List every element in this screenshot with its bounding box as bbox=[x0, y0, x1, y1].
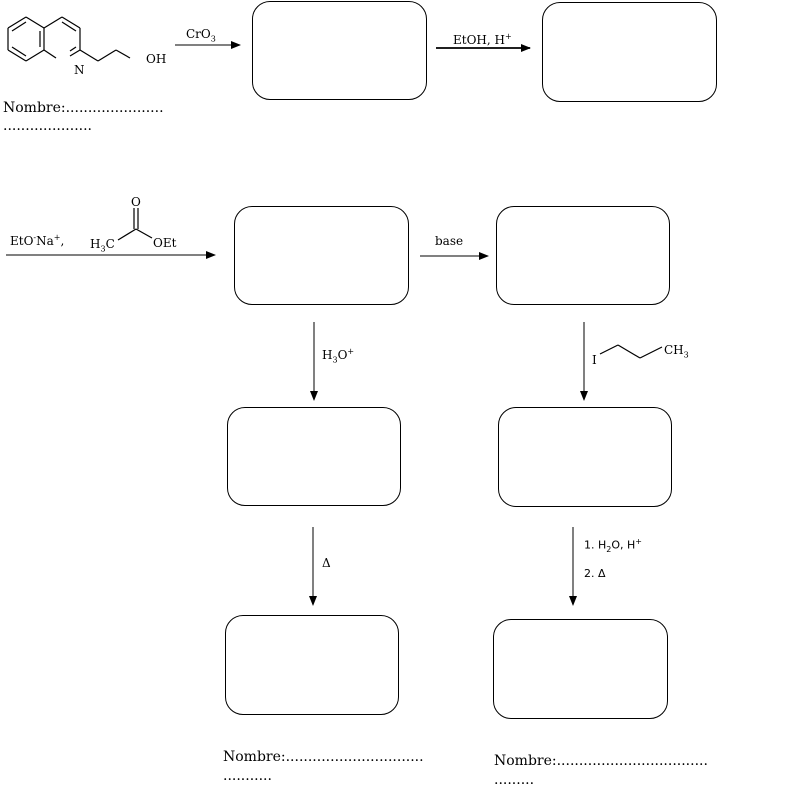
hydroxyl-label: OH bbox=[146, 52, 167, 66]
bottom-right-name-line2: ......... bbox=[494, 772, 535, 788]
product-box-7[interactable] bbox=[225, 615, 399, 715]
reagent-step8-line2: 2. Δ bbox=[584, 567, 606, 580]
reagent-cro3: CrO3 bbox=[186, 27, 216, 44]
reagent-base: base bbox=[435, 234, 464, 248]
bottom-left-name-line1: Nombre:............................... bbox=[223, 749, 424, 765]
product-box-5[interactable] bbox=[227, 407, 401, 506]
product-box-1[interactable] bbox=[252, 1, 427, 100]
reagent-etoh-h: EtOH, H+ bbox=[453, 32, 512, 47]
ester-methyl-label: H3C bbox=[90, 237, 115, 254]
nitrogen-atom-label: N bbox=[74, 63, 85, 77]
iodine-atom-label: I bbox=[592, 353, 597, 367]
reagent-heat: Δ bbox=[322, 556, 331, 570]
quinoline-methanol-structure bbox=[7, 16, 131, 62]
product-box-3[interactable] bbox=[234, 206, 409, 305]
bottom-right-name-line1: Nombre:.................................… bbox=[494, 753, 708, 769]
ester-carbonyl-oxygen: O bbox=[131, 195, 141, 209]
reagent-sodium-ethoxide: EtO-Na+, bbox=[10, 233, 65, 248]
start-name-line2: .................... bbox=[3, 118, 93, 134]
bottom-left-name-line2: ........... bbox=[223, 768, 272, 784]
methyl-ch3-label: CH3 bbox=[664, 343, 689, 360]
ethyl-acetate-structure bbox=[117, 208, 153, 241]
start-name-line1: Nombre:...................... bbox=[3, 100, 164, 116]
product-box-2[interactable] bbox=[542, 2, 717, 102]
ester-oet-label: OEt bbox=[153, 236, 177, 250]
reagent-hydronium: H3O+ bbox=[322, 347, 355, 365]
reagent-step8-line1: 1. H2O, H+ bbox=[584, 537, 642, 554]
iodoethane-structure bbox=[599, 344, 663, 359]
product-box-4[interactable] bbox=[496, 206, 670, 305]
product-box-6[interactable] bbox=[498, 407, 672, 507]
product-box-8[interactable] bbox=[493, 619, 668, 719]
